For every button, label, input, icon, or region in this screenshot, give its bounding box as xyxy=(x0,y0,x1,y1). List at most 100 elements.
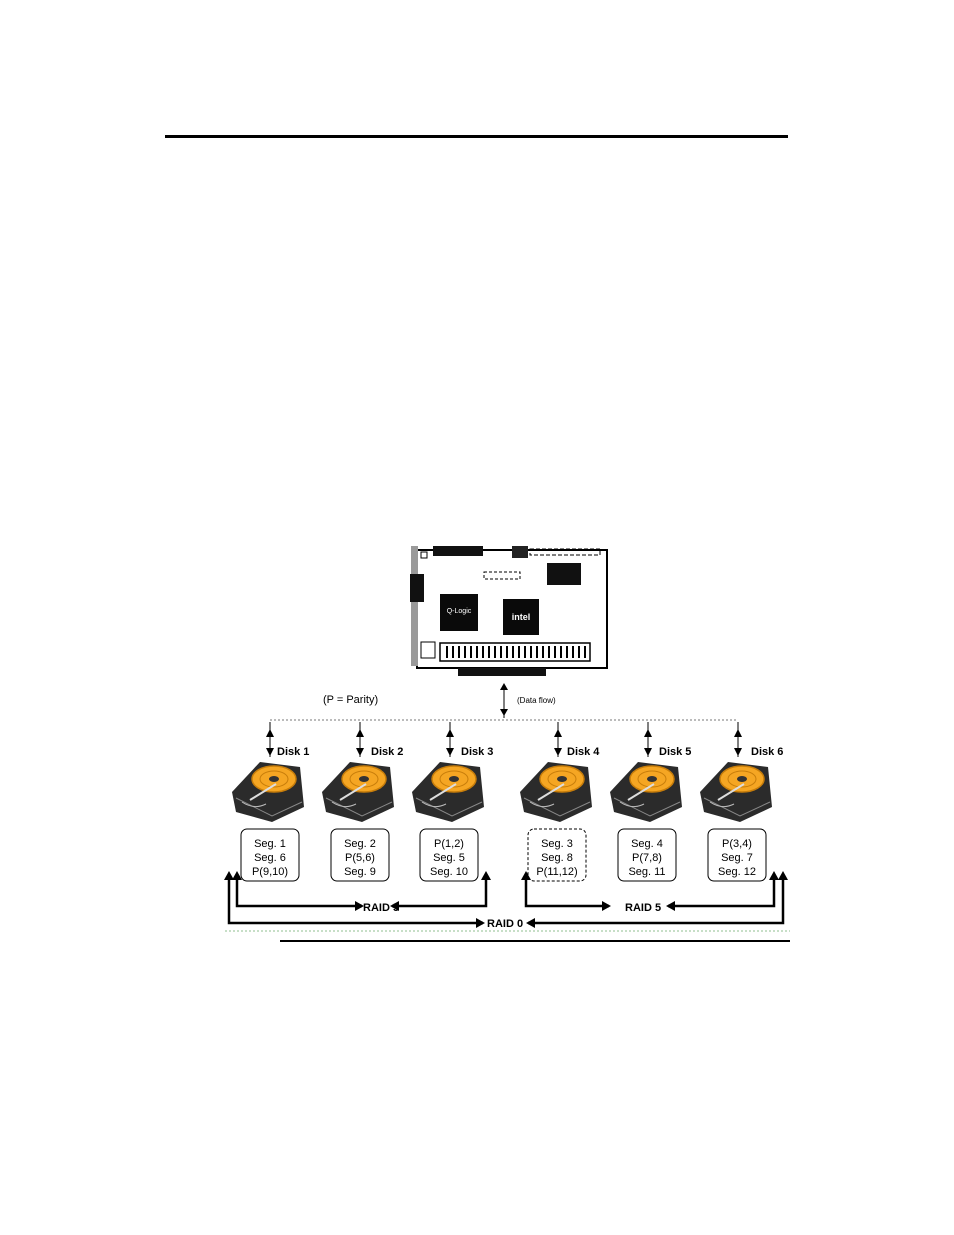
slot-pin xyxy=(464,646,466,658)
slot-pin xyxy=(572,646,574,658)
bracket xyxy=(411,546,418,666)
segment-label: Seg. 2 xyxy=(344,838,376,850)
disk-6: Disk 6 P(3,4) Seg. 7 Seg. 12 xyxy=(700,722,783,881)
chip-right xyxy=(547,563,581,585)
disk-name: Disk 6 xyxy=(751,746,783,758)
segment-label: Seg. 6 xyxy=(254,852,286,864)
arrow-up-head xyxy=(554,729,562,737)
slot-pin xyxy=(560,646,562,658)
hard-drive-icon xyxy=(232,762,304,822)
slot-pin xyxy=(470,646,472,658)
slot-pin xyxy=(488,646,490,658)
segment-label: Seg. 8 xyxy=(541,852,573,864)
slot-pin xyxy=(578,646,580,658)
segment-label: Seg. 4 xyxy=(631,838,663,850)
slot-pin xyxy=(554,646,556,658)
capacitors xyxy=(421,642,435,658)
arrow-down-head xyxy=(446,748,454,756)
slot-pin xyxy=(584,646,586,658)
segment-label: P(9,10) xyxy=(252,866,288,878)
segment-label: P(1,2) xyxy=(434,838,464,850)
spindle xyxy=(449,776,459,782)
segment-label: Seg. 1 xyxy=(254,838,286,850)
disk-3: Disk 3 P(1,2) Seg. 5 Seg. 10 xyxy=(412,722,493,881)
disk-5: Disk 5 Seg. 4 P(7,8) Seg. 11 xyxy=(610,722,691,881)
segment-label: P(5,6) xyxy=(345,852,375,864)
slot-pin xyxy=(494,646,496,658)
arrow-down-head xyxy=(644,748,652,756)
slot-pin xyxy=(566,646,568,658)
slot-pin xyxy=(518,646,520,658)
hard-drive-icon xyxy=(412,762,484,822)
disk-array: Disk 1 Seg. 1 Seg. 6 P(9,10) Disk 2 Seg. 2 P(5… xyxy=(232,722,783,881)
hard-drive-icon xyxy=(610,762,682,822)
slot-pin xyxy=(476,646,478,658)
segment-label: P(3,4) xyxy=(722,838,752,850)
bottom-rule xyxy=(280,940,790,942)
slot-pin xyxy=(446,646,448,658)
arrow-down-head xyxy=(266,748,274,756)
connector-small xyxy=(512,546,528,558)
raid-connectors xyxy=(229,876,783,923)
slot-pin xyxy=(482,646,484,658)
segment-label: Seg. 12 xyxy=(718,866,756,878)
segment-label: Seg. 7 xyxy=(721,852,753,864)
data-flow-label: (Data flow) xyxy=(517,696,556,705)
segment-label: Seg. 5 xyxy=(433,852,465,864)
slot-pin xyxy=(548,646,550,658)
segment-label: P(11,12) xyxy=(536,866,577,878)
arrow-down-head xyxy=(356,748,364,756)
slot-pin xyxy=(506,646,508,658)
disk-name: Disk 1 xyxy=(277,746,309,758)
intel-chip-label: intel xyxy=(512,612,531,622)
disk-name: Disk 4 xyxy=(567,746,600,758)
qlogic-chip-label: Q-Logic xyxy=(447,608,472,615)
arrow-down-head xyxy=(734,748,742,756)
segment-label: Seg. 11 xyxy=(628,866,665,878)
disk-2: Disk 2 Seg. 2 P(5,6) Seg. 9 xyxy=(322,722,403,881)
disk-name: Disk 3 xyxy=(461,746,493,758)
slot-pin xyxy=(536,646,538,658)
arrow-down-head xyxy=(554,748,562,756)
hard-drive-icon xyxy=(700,762,772,822)
arrow-up-head xyxy=(644,729,652,737)
segment-label: Seg. 9 xyxy=(344,866,376,878)
arrow-up-head xyxy=(446,729,454,737)
raid0-line-a xyxy=(229,876,483,923)
spindle xyxy=(737,776,747,782)
spindle xyxy=(359,776,369,782)
spindle xyxy=(269,776,279,782)
hard-drive-icon xyxy=(520,762,592,822)
disk-name: Disk 5 xyxy=(659,746,691,758)
spindle xyxy=(647,776,657,782)
arrow-up-head xyxy=(734,729,742,737)
slot-pin xyxy=(452,646,454,658)
raid5-left-label: RAID 5 xyxy=(363,902,399,914)
raid0-label: RAID 0 xyxy=(487,918,523,930)
segment-label: Seg. 10 xyxy=(430,866,468,878)
slot-pin xyxy=(458,646,460,658)
slot-pin xyxy=(524,646,526,658)
segment-label: Seg. 3 xyxy=(541,838,573,850)
connector-top xyxy=(433,546,483,556)
data-flow-arrow xyxy=(500,683,508,718)
controller-board: Q-Logic intel xyxy=(410,546,607,676)
slot-pin xyxy=(530,646,532,658)
segment-label: P(7,8) xyxy=(632,852,662,864)
arrow-up-head xyxy=(266,729,274,737)
hard-drive-icon xyxy=(322,762,394,822)
slot-pin xyxy=(512,646,514,658)
edge-connector xyxy=(458,668,546,676)
arrow-up-head xyxy=(356,729,364,737)
parity-note: (P = Parity) xyxy=(323,694,378,706)
slot-pin xyxy=(542,646,544,658)
raid5-right-label: RAID 5 xyxy=(625,902,661,914)
raid0-line-b xyxy=(528,876,783,923)
slot-pin xyxy=(500,646,502,658)
disk-name: Disk 2 xyxy=(371,746,403,758)
connector-left xyxy=(410,574,424,602)
disk-4: Disk 4 Seg. 3 Seg. 8 P(11,12) xyxy=(520,722,600,881)
disk-1: Disk 1 Seg. 1 Seg. 6 P(9,10) xyxy=(232,722,309,881)
spindle xyxy=(557,776,567,782)
